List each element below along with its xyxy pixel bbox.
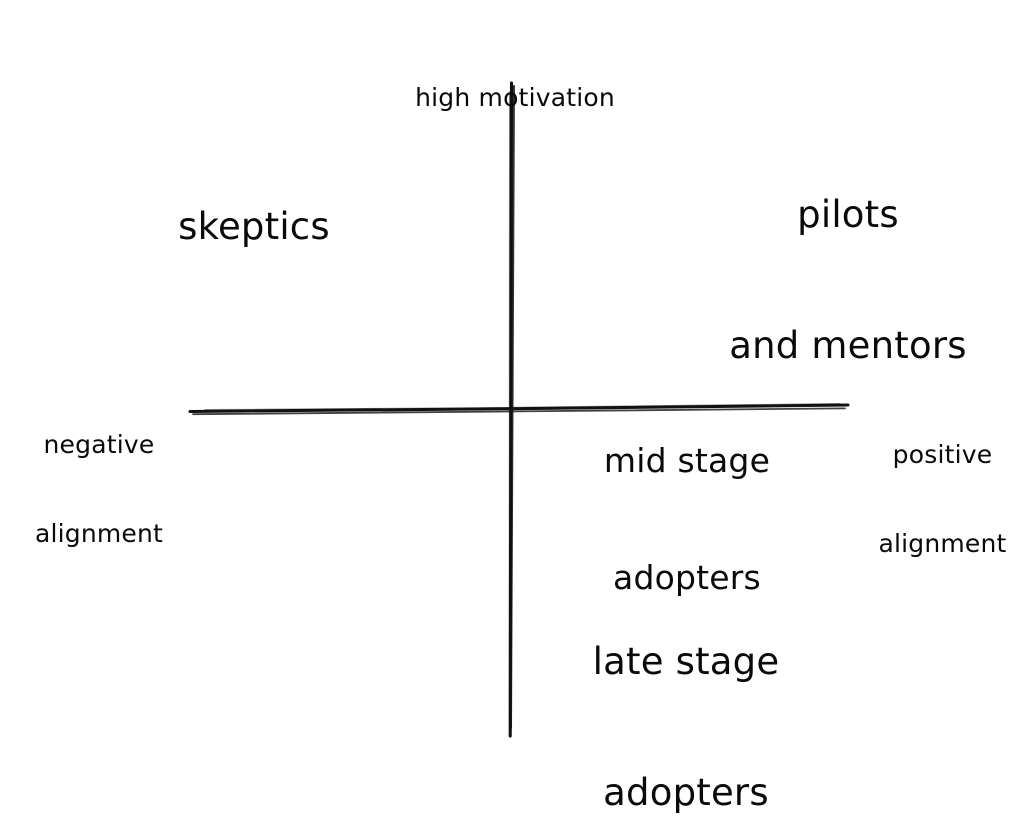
region-label-mid-stage-adopters-line1: mid stage [603, 440, 771, 480]
axis-label-positive-alignment-line2: alignment [878, 528, 1007, 558]
axis-label-positive-alignment: positive alignment [860, 381, 1025, 617]
axis-label-negative-alignment-line1: negative [43, 430, 155, 459]
axis-label-negative-alignment-line2: alignment [34, 518, 164, 548]
region-label-pilots-and-mentors-line2: and mentors [729, 324, 967, 368]
axis-label-positive-alignment-line1: positive [892, 440, 993, 469]
region-label-skeptics: skeptics [158, 118, 350, 336]
region-label-mid-stage-adopters: mid stage adopters [562, 364, 812, 676]
region-label-pilots-and-mentors-line1: pilots [797, 193, 899, 237]
region-label-late-stage-adopters: late stage adopters [552, 553, 820, 816]
vertical-axis [508, 81, 515, 738]
region-label-mid-stage-adopters-line2: adopters [613, 557, 761, 597]
axis-label-high-motivation: high motivation [392, 24, 638, 172]
region-label-pilots-and-mentors: pilots and mentors [692, 106, 1004, 455]
axis-label-negative-alignment: negative alignment [14, 371, 184, 607]
axis-label-low-motivation: low motivation [383, 753, 635, 816]
region-label-late-stage-adopters-line2: adopters [603, 771, 769, 815]
region-label-late-stage-adopters-line1: late stage [592, 640, 780, 684]
axis-label-low-motivation-text: low motivation [383, 812, 635, 816]
axis-label-high-motivation-text: high motivation [415, 83, 615, 112]
region-label-skeptics-line1: skeptics [178, 205, 330, 249]
